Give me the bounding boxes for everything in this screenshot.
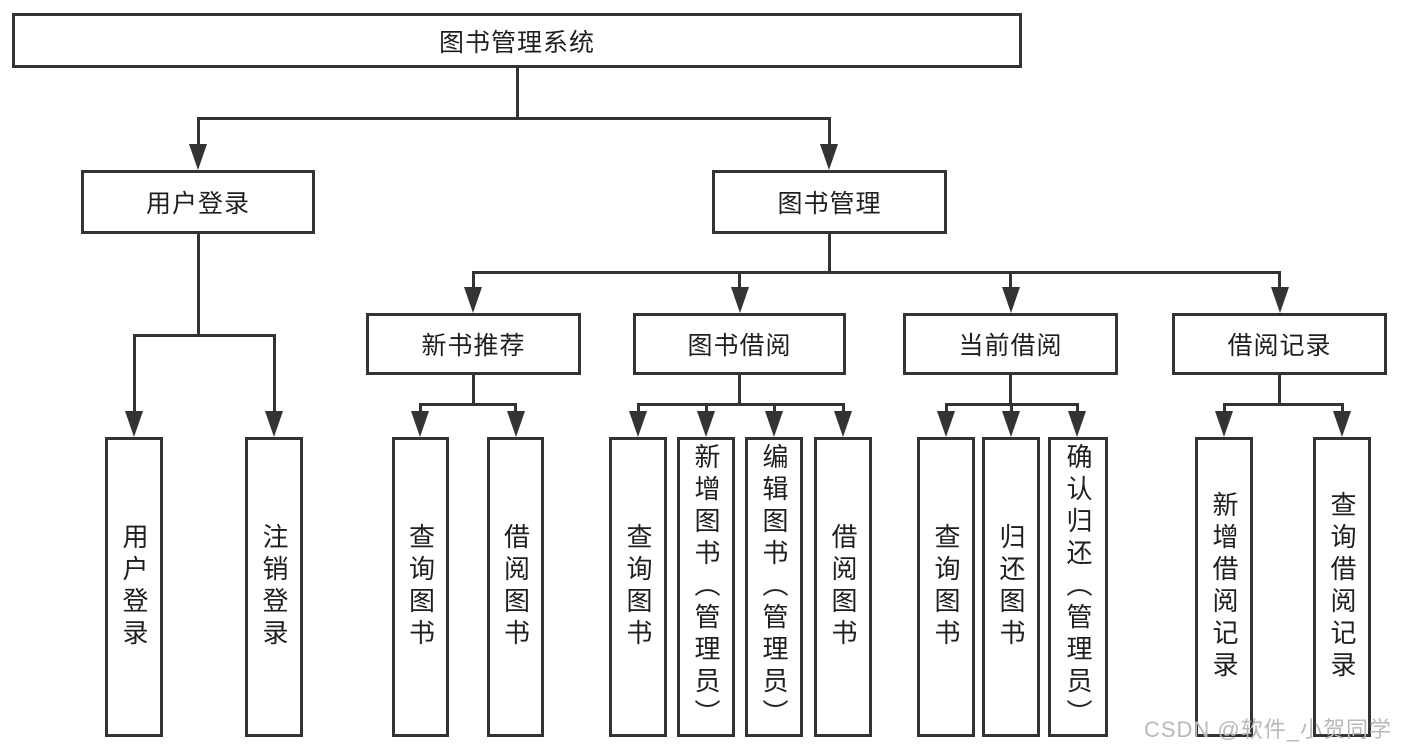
connector-login-stem-2: [272, 336, 276, 414]
connector-root-drop: [515, 67, 519, 120]
connector-mgmt-drop: [827, 234, 831, 274]
leaf-logout-label: 注销登录: [259, 523, 289, 651]
arrowhead-icon: [265, 411, 283, 437]
node-user-login: 用户登录: [81, 170, 315, 234]
connector-newbook-stem-1: [418, 405, 422, 414]
node-borrow-records: 借阅记录: [1172, 313, 1387, 375]
leaf-records-add: 新增借阅记录: [1195, 437, 1253, 737]
leaf-borrow-book-label: 借阅图书: [828, 523, 858, 651]
connector-current-stem-2: [1009, 405, 1013, 414]
arrowhead-icon: [1001, 287, 1020, 313]
connector-l2-stem-4: [1278, 273, 1281, 290]
connector-records-bracket: [1222, 403, 1344, 406]
node-current-borrow: 当前借阅: [903, 313, 1118, 375]
node-new-book: 新书推荐: [366, 313, 581, 375]
leaf-borrow-edit: 编辑图书（管理员）: [745, 437, 803, 737]
arrowhead-icon: [125, 411, 143, 437]
connector-current-drop: [1009, 375, 1012, 406]
connector-l2-stem-1: [471, 273, 475, 290]
arrowhead-icon: [937, 411, 955, 437]
node-book-borrow-label: 图书借阅: [687, 332, 792, 360]
arrowhead-icon: [730, 287, 749, 313]
arrowhead-icon: [411, 411, 429, 437]
connector-records-stem-2: [1340, 405, 1344, 414]
node-current-borrow-label: 当前借阅: [958, 332, 1063, 360]
leaf-logout: 注销登录: [245, 437, 303, 737]
arrowhead-icon: [1270, 287, 1289, 313]
node-book-mgmt: 图书管理: [712, 170, 947, 234]
node-root-label: 图书管理系统: [438, 28, 595, 57]
node-book-borrow: 图书借阅: [633, 313, 846, 375]
connector-records-drop: [1278, 375, 1281, 406]
csdn-watermark: CSDN @软件_小贺同学: [1143, 717, 1392, 742]
connector-login-drop: [196, 234, 200, 337]
leaf-records-add-label: 新增借阅记录: [1209, 491, 1239, 683]
node-book-mgmt-label: 图书管理: [777, 190, 882, 218]
leaf-current-query: 查询图书: [917, 437, 975, 737]
connector-newbook-drop: [471, 375, 475, 406]
connector-l2-bracket: [471, 271, 1281, 274]
arrowhead-icon: [629, 411, 647, 437]
leaf-records-query-label: 查询借阅记录: [1327, 491, 1357, 683]
arrowhead-icon: [820, 144, 838, 170]
connector-borrow-bracket: [636, 403, 845, 406]
leaf-newbook-borrow-label: 借阅图书: [500, 523, 531, 651]
connector-l2-stem-2: [738, 273, 741, 290]
node-user-login-label: 用户登录: [145, 190, 250, 218]
leaf-current-confirm-label: 确认归还（管理员）: [1063, 443, 1093, 731]
arrowhead-icon: [765, 411, 783, 437]
node-root: 图书管理系统: [12, 13, 1022, 68]
connector-l2-stem-3: [1009, 273, 1012, 290]
leaf-current-return: 归还图书: [982, 437, 1040, 737]
leaf-current-return-label: 归还图书: [996, 523, 1026, 651]
arrowhead-icon: [1068, 411, 1086, 437]
arrowhead-icon: [1215, 411, 1233, 437]
leaf-current-query-label: 查询图书: [931, 523, 961, 651]
leaf-newbook-borrow: 借阅图书: [487, 437, 544, 737]
arrowhead-icon: [1333, 411, 1351, 437]
leaf-newbook-query: 查询图书: [392, 437, 449, 737]
connector-l1-stem-right: [827, 119, 831, 147]
connector-borrow-drop: [738, 375, 741, 406]
connector-borrow-stem-4: [841, 405, 845, 414]
arrowhead-icon: [834, 411, 852, 437]
arrowhead-icon: [464, 287, 482, 313]
leaf-borrow-query: 查询图书: [609, 437, 667, 737]
leaf-user-login: 用户登录: [105, 437, 163, 737]
connector-current-bracket: [944, 403, 1079, 406]
leaf-newbook-query-label: 查询图书: [405, 523, 436, 651]
node-borrow-records-label: 借阅记录: [1227, 332, 1332, 360]
connector-newbook-bracket: [418, 403, 517, 406]
connector-borrow-stem-3: [772, 405, 776, 414]
arrowhead-icon: [189, 144, 207, 170]
leaf-borrow-add: 新增图书（管理员）: [677, 437, 735, 737]
leaf-borrow-edit-label: 编辑图书（管理员）: [759, 443, 789, 731]
connector-current-stem-1: [944, 405, 948, 414]
connector-borrow-stem-1: [636, 405, 640, 414]
connector-current-stem-3: [1075, 405, 1079, 414]
connector-login-bracket: [132, 334, 276, 337]
arrowhead-icon: [697, 411, 715, 437]
leaf-borrow-add-label: 新增图书（管理员）: [691, 443, 721, 731]
node-new-book-label: 新书推荐: [421, 332, 526, 360]
connector-newbook-stem-2: [514, 405, 517, 414]
arrowhead-icon: [1002, 411, 1020, 437]
connector-login-stem-1: [132, 336, 136, 414]
connector-l1-bracket: [196, 117, 831, 120]
arrowhead-icon: [506, 411, 525, 437]
leaf-borrow-query-label: 查询图书: [623, 523, 653, 651]
leaf-records-query: 查询借阅记录: [1313, 437, 1371, 737]
leaf-user-login-label: 用户登录: [119, 523, 149, 651]
leaf-borrow-book: 借阅图书: [814, 437, 872, 737]
leaf-current-confirm: 确认归还（管理员）: [1048, 437, 1108, 737]
connector-l1-stem-left: [196, 119, 200, 147]
connector-records-stem-1: [1222, 405, 1226, 414]
connector-borrow-stem-2: [704, 405, 708, 414]
